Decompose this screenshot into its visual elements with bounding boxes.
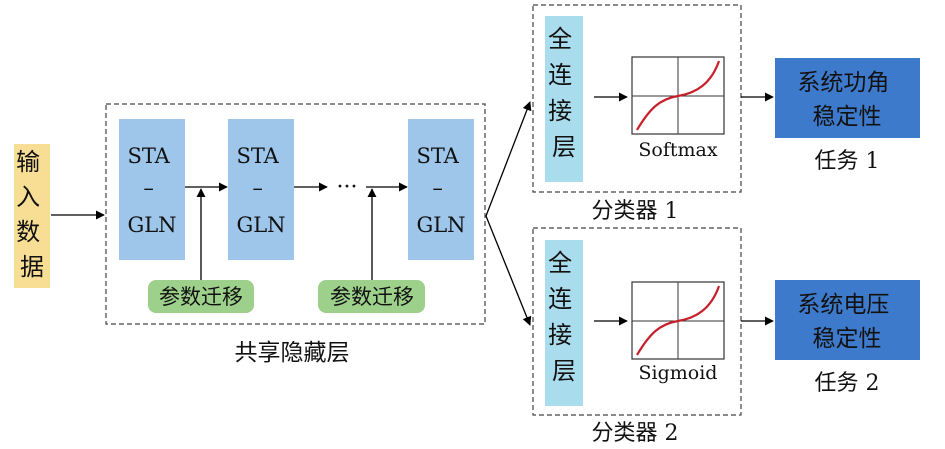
sta-gln-text: STA: [127, 144, 170, 168]
sta-gln-text: STA: [236, 144, 279, 168]
sigmoid-activation-plot: [631, 281, 725, 360]
parameter-transfer-label: 参数迁移: [159, 285, 243, 309]
classifier-frame: [532, 4, 742, 193]
sta-gln-text: GLN: [416, 213, 465, 237]
fully-connected-char: 全: [548, 25, 572, 53]
fully-connected-char: 层: [552, 133, 576, 161]
output-task-text: 系统电压: [797, 292, 889, 318]
input-data-char: 入: [16, 183, 40, 211]
svg-text:输 入 数 据: 输 入 数 据: [16, 148, 48, 281]
fully-connected-char: 连: [548, 61, 572, 89]
parameter-transfer-label: 参数迁移: [330, 285, 414, 309]
sta-gln-text: –: [143, 176, 154, 200]
output-task-text: 稳定性: [813, 104, 882, 130]
output-task-box: [775, 58, 920, 138]
shared-to-classifier1-arrow: [485, 101, 532, 217]
fully-connected-char: 全: [548, 249, 572, 277]
ellipsis: ···: [337, 175, 358, 200]
svg-text:STA – GLN: STA – GLN: [416, 144, 465, 237]
fully-connected-char: 接: [548, 321, 572, 349]
input-data-char: 数: [16, 218, 40, 246]
activation-function-label: Softmax: [638, 139, 717, 161]
input-data-box: [14, 144, 50, 288]
classifier-label: 分类器 1: [592, 199, 679, 224]
classifier-label: 分类器 2: [592, 421, 679, 446]
fully-connected-char: 接: [548, 97, 572, 125]
classifier-frame: [532, 227, 742, 416]
fully-connected-layer-box: [545, 16, 583, 182]
svg-text:全 连 接 层: 全 连 接 层: [548, 249, 580, 385]
sta-gln-text: STA: [416, 144, 459, 168]
output-task-box: [775, 280, 920, 360]
activation-curve: [636, 60, 721, 131]
shared-hidden-layer-frame: [105, 103, 486, 325]
parameter-transfer-box: [318, 280, 425, 313]
sta-gln-block: [408, 119, 474, 260]
sta-gln-block: [119, 119, 185, 260]
svg-text:STA – GLN: STA – GLN: [236, 144, 285, 237]
output-task-text: 稳定性: [813, 326, 882, 352]
fully-connected-layer-box: [545, 240, 583, 406]
softmax-activation-plot: [631, 56, 725, 135]
activation-curve: [636, 285, 721, 356]
input-data-char: 据: [20, 253, 44, 281]
svg-text:系统电压 稳定性: 系统电压 稳定性: [797, 292, 896, 352]
svg-text:STA – GLN: STA – GLN: [127, 144, 176, 237]
sta-gln-text: GLN: [127, 213, 176, 237]
fully-connected-char: 连: [548, 285, 572, 313]
task-label: 任务 2: [815, 371, 880, 396]
fully-connected-char: 层: [552, 357, 576, 385]
sta-gln-text: GLN: [236, 213, 285, 237]
output-task-text: 系统功角: [797, 70, 889, 96]
sta-gln-block: [228, 119, 294, 260]
input-data-char: 输: [16, 148, 40, 176]
sta-gln-text: –: [252, 176, 263, 200]
svg-text:系统功角 稳定性: 系统功角 稳定性: [797, 70, 896, 130]
svg-text:全 连 接 层: 全 连 接 层: [548, 25, 580, 161]
shared-hidden-layer-label: 共享隐藏层: [235, 340, 350, 366]
activation-function-label: Sigmoid: [639, 362, 718, 384]
task-label: 任务 1: [815, 149, 880, 174]
shared-to-classifier2-arrow: [485, 215, 532, 326]
sta-gln-text: –: [432, 176, 443, 200]
parameter-transfer-box: [148, 280, 254, 313]
